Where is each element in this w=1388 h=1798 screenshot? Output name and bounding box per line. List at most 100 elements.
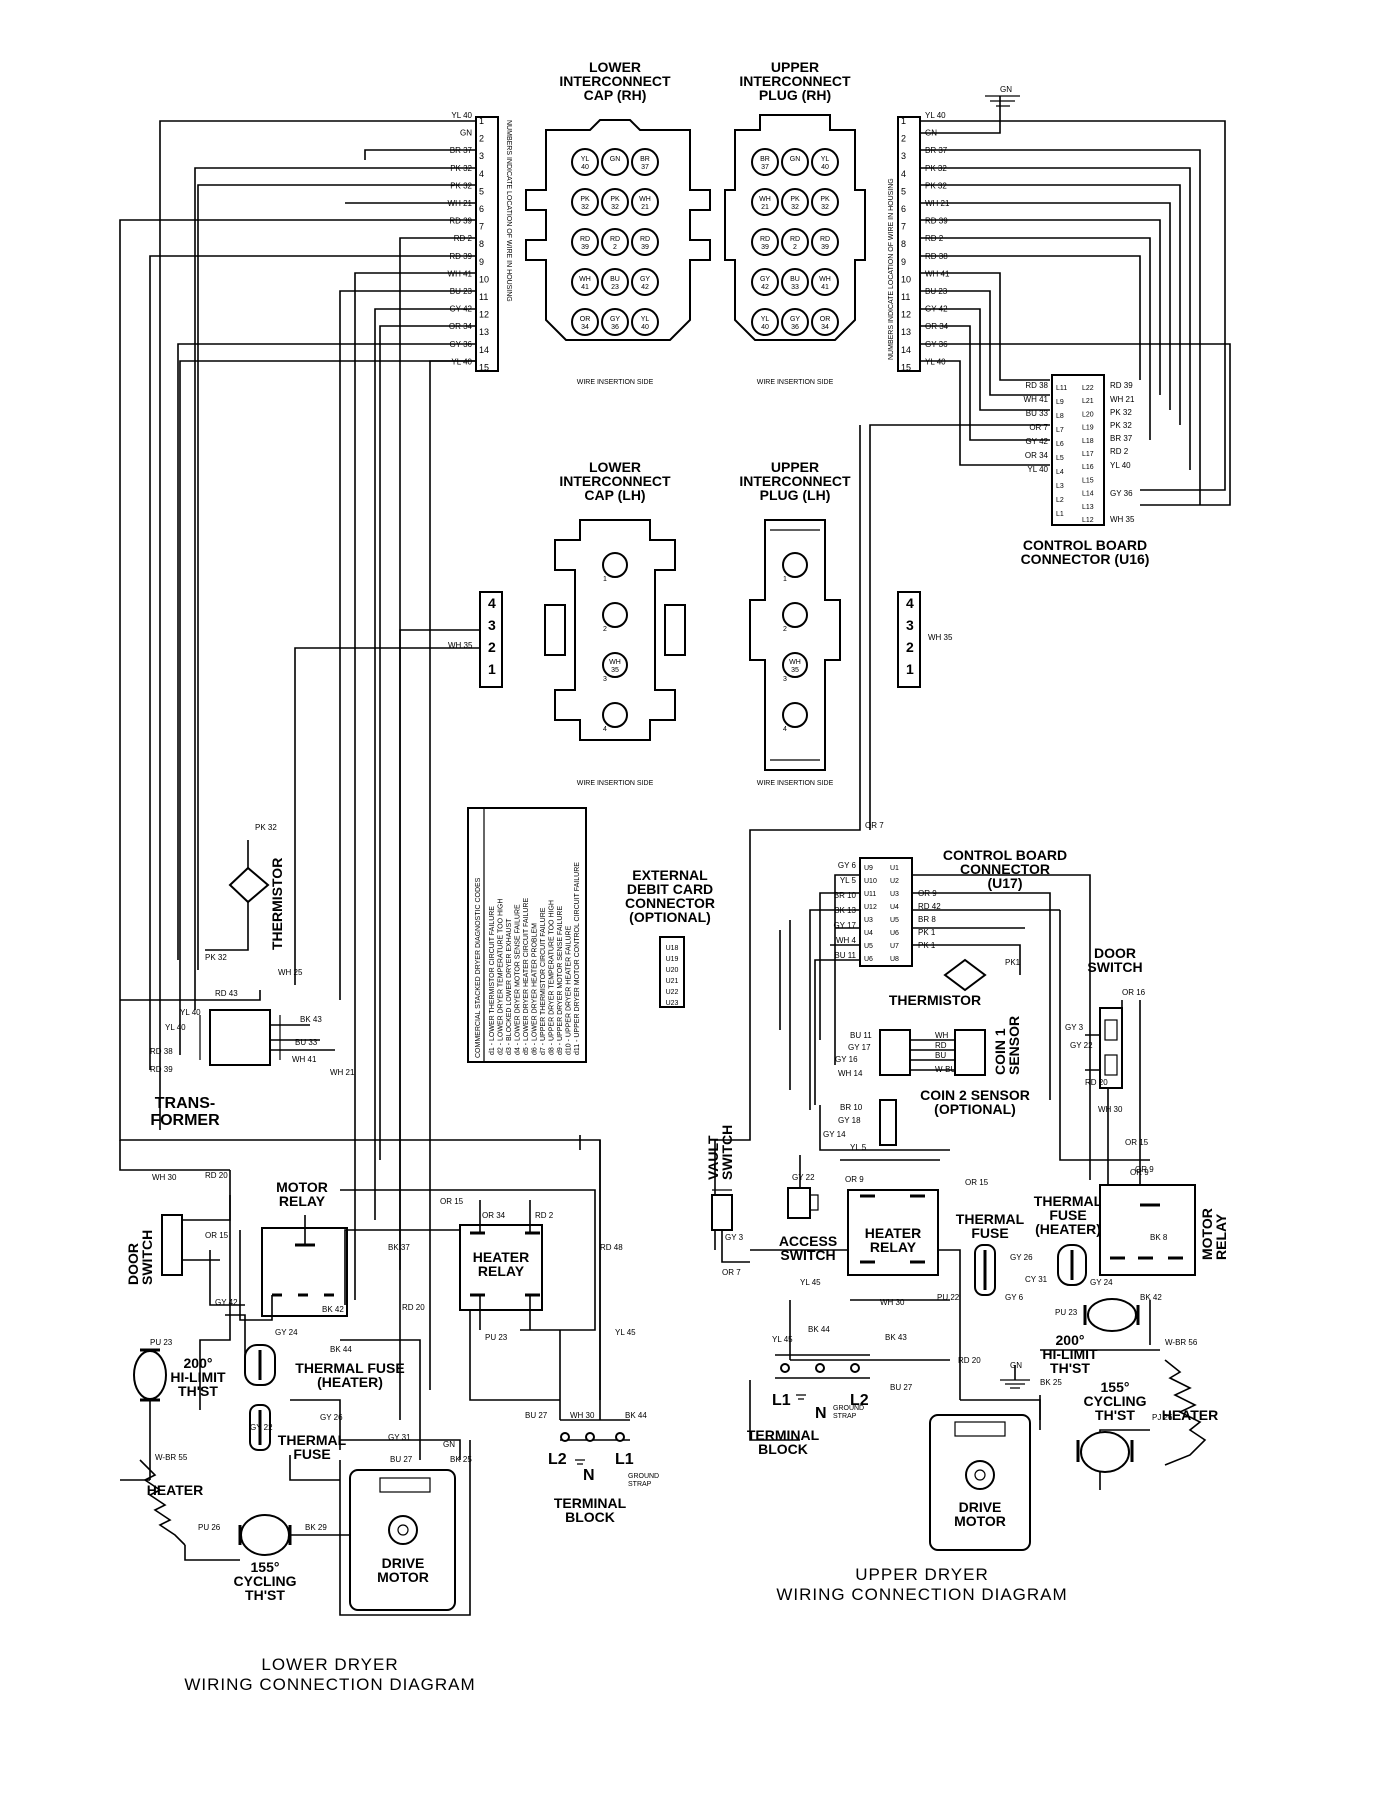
connector-pin-color: WH [819, 276, 831, 283]
left-harness-wire-label: PK 32 [450, 181, 472, 190]
lh-connector-pin [782, 602, 808, 628]
upper-wire-label: GY 3 [725, 1233, 744, 1242]
upper-wire-label: PU 23 [1055, 1308, 1078, 1317]
u16-right-pin: L13 [1082, 504, 1094, 511]
upper-wire-label: OR 9 [1130, 1168, 1149, 1177]
upper-ground-strap-1: GROUND [833, 1405, 864, 1412]
upper-wire-label: OR 7 [865, 821, 884, 830]
upper-wire-label: BK 42 [1140, 1293, 1162, 1302]
plug-rh-wire-insertion: WIRE INSERTION SIDE [757, 379, 834, 386]
lower-wire-label: WH 30 [570, 1411, 595, 1420]
upper-wire-label: WH 30 [880, 1298, 905, 1307]
upper-heater-relay-label-1: HEATER [865, 1225, 922, 1241]
u16-left-wire: GY 42 [1025, 437, 1048, 446]
connector-pin [571, 308, 599, 336]
lower-wire-label: GN [443, 1440, 455, 1449]
lh-pin-color-number: 35 [611, 667, 619, 674]
lower-wire-label: PU 23 [150, 1338, 173, 1347]
housing-pin-number: 11 [901, 292, 910, 302]
debit-title-4: (OPTIONAL) [629, 909, 711, 925]
diagnostic-codes-box: COMMERCIAL STACKED DRYER DIAGNOSTIC CODE… [467, 807, 587, 1063]
u17-left-pin: U4 [864, 930, 873, 937]
coin-wire-label: BU [935, 1051, 946, 1060]
connector-pin [781, 268, 809, 296]
housing-pin-number: 6 [479, 204, 484, 214]
u16-right-pin: L18 [1082, 438, 1094, 445]
upper-terminal-l2: L2 [850, 1392, 869, 1409]
transformer-label-1: TRANS- [155, 1095, 215, 1112]
upper-wire-label: OR 9 [845, 1175, 864, 1184]
u16-right-wire: GY 36 [1110, 489, 1133, 498]
connector-pin [811, 228, 839, 256]
connector-pin [601, 148, 629, 176]
housing-pin-number: 10 [901, 274, 911, 284]
u16-right-wire: BR 37 [1110, 434, 1133, 443]
debit-connector [659, 936, 685, 1008]
cap-lh-wire-insertion: WIRE INSERTION SIDE [577, 780, 654, 787]
u16-right-pin: L17 [1082, 451, 1094, 458]
housing-pin-number: 5 [901, 186, 906, 196]
housing-pin-number: 14 [479, 345, 489, 355]
lower-wire-label: OR 34 [482, 1211, 506, 1220]
vault-switch: VAULT SWITCH [705, 1125, 750, 1263]
connector-pin-number: 39 [821, 244, 829, 251]
upper-drive-motor: DRIVE MOTOR [929, 1365, 1041, 1551]
lower-wire-label: W-BR 55 [155, 1453, 188, 1462]
upper-terminal-n: N [815, 1405, 827, 1422]
u16-left-pin: L3 [1056, 483, 1064, 490]
lower-tf-heater-label-1: THERMAL FUSE [295, 1360, 404, 1376]
u17-left-wire: GY 17 [833, 921, 856, 930]
u16-left-wire: YL 40 [1027, 465, 1048, 474]
lower-door-switch-label-1: DOOR [125, 1243, 141, 1285]
upper-drive-motor-label-2: MOTOR [954, 1513, 1006, 1529]
debit-pin: U21 [666, 978, 679, 985]
upper-heater-relay-label-2: RELAY [870, 1239, 917, 1255]
u16-left-pin: L1 [1056, 511, 1064, 518]
lh-pin-number: 4 [603, 726, 607, 733]
upper-dryer-section: THERMISTOR PK1 COIN 1 SENSOR COIN 2 SENS… [705, 425, 1229, 1604]
lower-wire-label: RD 2 [535, 1211, 554, 1220]
coin-wire-label: GY 14 [823, 1130, 846, 1139]
u16-left-wire: BU 33 [1026, 409, 1049, 418]
diagnostic-code-line: d3 - BLOCKED LOWER DRYER EXHAUST [506, 918, 513, 1055]
upper-terminal-l1: L1 [772, 1392, 791, 1409]
connector-pin-number: 42 [641, 284, 649, 291]
lh-housing-pin-number: 3 [488, 617, 496, 633]
upper-hilimit-label-3: TH'ST [1050, 1360, 1090, 1376]
coin-wire-label: W-BU [935, 1065, 956, 1074]
u16-right-wire: PK 32 [1110, 421, 1132, 430]
connector-pin [781, 188, 809, 216]
connector-pin [571, 188, 599, 216]
upper-wire-label: PJ 26 [1152, 1413, 1173, 1422]
lower-cap-rh-title-3: CAP (RH) [584, 87, 647, 103]
upper-wire-label: YL 45 [800, 1278, 821, 1287]
lower-hi-limit: 200° HI-LIMIT TH'ST [133, 1348, 226, 1402]
lower-motor-relay: MOTOR RELAY [239, 1179, 348, 1321]
upper-wire-label: BU 27 [890, 1383, 913, 1392]
connector-pin-number: 36 [791, 324, 799, 331]
upper-plug-lh-title-2: INTERCONNECT [739, 473, 851, 489]
lower-heater-relay-label-1: HEATER [473, 1249, 530, 1265]
lh-pin-color: WH [609, 659, 621, 666]
upper-heater-label: HEATER [1162, 1407, 1219, 1423]
housing-pin-number: 13 [479, 327, 489, 337]
u16-left-wire: RD 38 [1025, 381, 1048, 390]
housing-pin-number: 3 [479, 151, 484, 161]
upper-wire-label: BK 8 [1150, 1233, 1168, 1242]
connector-pin-number: 2 [793, 244, 797, 251]
lower-terminal-block: L2 N L1 GROUND STRAP TERMINAL BLOCK [548, 1419, 659, 1525]
u17-connector [859, 857, 913, 967]
debit-title-1: EXTERNAL [632, 867, 708, 883]
door-wire-label: WH 30 [1098, 1105, 1123, 1114]
left-harness-wire-label: YL 40 [451, 357, 472, 366]
lower-drive-motor-label-1: DRIVE [382, 1555, 425, 1571]
u17-right-pin: U7 [890, 943, 899, 950]
upper-heater-relay: HEATER RELAY [847, 1189, 939, 1276]
connector-pin-color: GN [790, 156, 801, 163]
connector-pin-number: 34 [821, 324, 829, 331]
debit-pin: U19 [666, 956, 679, 963]
connector-pin-color: RD [820, 236, 830, 243]
lower-drive-motor-label-2: MOTOR [377, 1569, 429, 1585]
